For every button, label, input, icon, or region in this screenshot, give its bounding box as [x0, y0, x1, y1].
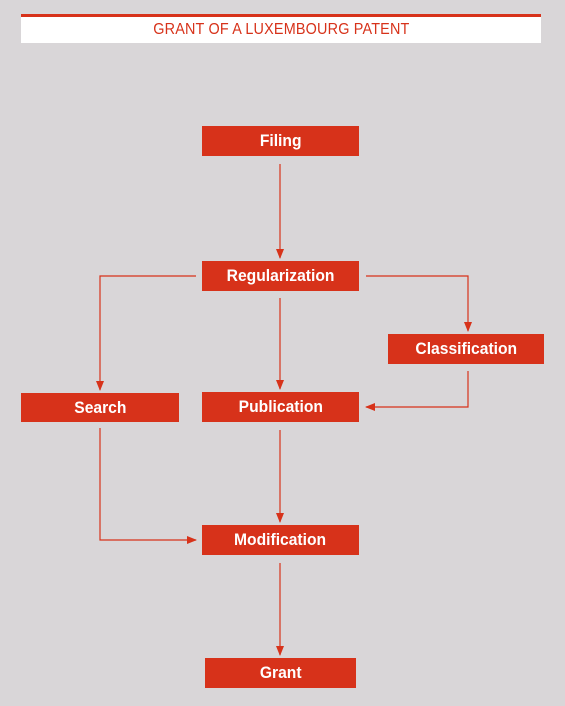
- node-regularization-label: Regularization: [226, 266, 335, 285]
- edge-classification-publication: [365, 371, 469, 411]
- diagram-title-bar: GRANT OF A LUXEMBOURG PATENT: [21, 14, 541, 43]
- node-grant: Grant: [205, 658, 356, 688]
- node-grant-label: Grant: [259, 663, 302, 682]
- node-filing-label: Filing: [259, 131, 302, 150]
- node-search: Search: [21, 393, 179, 422]
- node-modification-label: Modification: [234, 530, 327, 549]
- diagram-title: GRANT OF A LUXEMBOURG PATENT: [152, 21, 410, 38]
- node-publication-label: Publication: [238, 397, 323, 416]
- node-search-label: Search: [73, 397, 127, 417]
- node-regularization: Regularization: [202, 261, 359, 291]
- node-classification-label: Classification: [415, 339, 517, 358]
- node-publication: Publication: [202, 392, 359, 422]
- edge-regularization-search: [96, 275, 196, 391]
- edge-regularization-classification: [366, 275, 472, 332]
- node-filing: Filing: [202, 126, 359, 156]
- node-modification: Modification: [202, 525, 359, 555]
- node-classification: Classification: [388, 334, 544, 364]
- edge-search-modification: [99, 428, 197, 544]
